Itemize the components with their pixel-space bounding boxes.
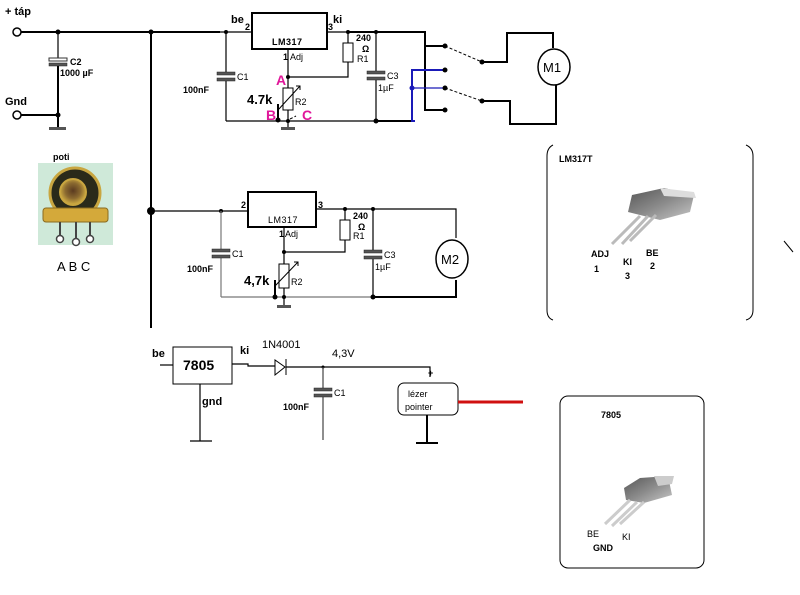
laser-section: be 7805 ki gnd 1N4001 4,3V C1 100nF + lé… — [152, 339, 523, 444]
motor-m2 — [435, 239, 469, 279]
r2-value-2: 4,7k — [244, 273, 270, 288]
svg-text:ki: ki — [240, 345, 249, 357]
poti-pins-label: A B C — [57, 259, 90, 274]
switch-pole-1[interactable] — [444, 45, 483, 63]
svg-text:M2: M2 — [441, 252, 459, 267]
svg-text:2: 2 — [245, 22, 250, 32]
ground-symbol — [277, 305, 291, 308]
lm317-chip-1 — [251, 12, 328, 50]
svg-text:Adj: Adj — [285, 229, 298, 239]
svg-text:1N4001: 1N4001 — [262, 339, 301, 351]
7805-leads — [603, 498, 646, 528]
svg-text:2: 2 — [241, 200, 246, 210]
svg-text:1: 1 — [594, 264, 599, 274]
svg-text:3: 3 — [318, 200, 323, 210]
plus-terminal — [12, 27, 22, 37]
7805-pinout-panel: 7805 BE GND KI — [559, 395, 705, 569]
svg-text:+: + — [428, 368, 433, 378]
poti-base — [42, 207, 109, 223]
svg-text:KI: KI — [623, 257, 632, 267]
svg-text:R1: R1 — [353, 231, 365, 241]
lm317-label-1: LM317 — [272, 37, 303, 47]
regulator2-section: LM317 2 3 1 Adj C1 100nF 240 Ω R1 R2 4,7… — [151, 191, 469, 308]
svg-text:1: 1 — [283, 52, 288, 62]
svg-text:Ω: Ω — [362, 44, 369, 54]
c2-value: 1000 µF — [60, 68, 94, 78]
svg-text:2: 2 — [650, 261, 655, 271]
diode-1n4001 — [274, 359, 286, 377]
7805-pinout-box — [559, 395, 705, 569]
stray-mark — [783, 240, 794, 253]
svg-text:1µF: 1µF — [378, 83, 394, 93]
poti-title: poti — [53, 152, 70, 162]
svg-text:GND: GND — [593, 543, 614, 553]
svg-text:pointer: pointer — [405, 402, 433, 412]
r1-resistor-2 — [339, 219, 351, 241]
poti-illustration: poti A B C — [38, 152, 113, 274]
pin-a-label: A — [276, 72, 286, 88]
r1-resistor — [342, 42, 354, 63]
lm317-label-2: LM317 — [268, 215, 298, 225]
r2-value: 4.7k — [247, 92, 273, 107]
svg-text:C1: C1 — [232, 249, 244, 259]
svg-text:100nF: 100nF — [187, 264, 214, 274]
poti-knob — [59, 178, 87, 206]
svg-text:be: be — [152, 348, 165, 360]
switch-pole-2[interactable] — [444, 87, 483, 102]
regulator1-section: LM317 be 2 3 ki 1 Adj C1 100nF 240 Ω R1 … — [151, 12, 571, 130]
svg-text:1: 1 — [279, 229, 284, 239]
output-label: ki — [333, 14, 342, 26]
svg-text:ADJ: ADJ — [591, 249, 609, 259]
c2-name: C2 — [70, 57, 82, 67]
svg-text:C3: C3 — [384, 250, 396, 260]
motor-m1 — [537, 48, 571, 86]
svg-text:C1: C1 — [334, 388, 346, 398]
svg-text:R1: R1 — [357, 54, 369, 64]
svg-text:BE: BE — [587, 529, 599, 539]
lm317t-leads — [610, 213, 658, 246]
svg-text:100nF: 100nF — [183, 85, 210, 95]
svg-text:lézer: lézer — [408, 389, 428, 399]
voltage-label: 4,3V — [332, 348, 355, 360]
gnd-terminal — [12, 110, 22, 120]
svg-text:Ω: Ω — [358, 222, 365, 232]
pin-c-label: C — [302, 107, 312, 123]
reversing-wire — [411, 69, 445, 122]
pinout-title-7805: 7805 — [601, 410, 621, 420]
pin-b-label: B — [266, 107, 276, 123]
svg-text:Adj: Adj — [290, 52, 303, 62]
plus-supply-label: + táp — [5, 6, 31, 18]
gnd-label: Gnd — [5, 96, 27, 108]
pinout-title-lm317: LM317T — [559, 154, 593, 164]
svg-text:3: 3 — [328, 22, 333, 32]
svg-text:240: 240 — [353, 211, 368, 221]
svg-text:R2: R2 — [295, 97, 307, 107]
7805-chip — [172, 346, 233, 385]
input-label: be — [231, 14, 244, 26]
svg-text:C1: C1 — [237, 72, 249, 82]
lm317-chip-2 — [247, 191, 317, 228]
ground-symbol — [281, 127, 295, 130]
svg-text:M1: M1 — [543, 60, 561, 75]
svg-text:gnd: gnd — [202, 396, 222, 408]
svg-text:C3: C3 — [387, 71, 399, 81]
lm317-pinout-panel: LM317T ADJ 1 KI 3 BE 2 — [546, 144, 754, 321]
svg-text:KI: KI — [622, 532, 631, 542]
svg-text:R2: R2 — [291, 277, 303, 287]
ground-symbol — [49, 127, 66, 130]
svg-text:240: 240 — [356, 33, 371, 43]
svg-text:1µF: 1µF — [375, 262, 391, 272]
svg-text:BE: BE — [646, 248, 659, 258]
c2-plate-bottom — [48, 62, 68, 67]
svg-text:3: 3 — [625, 271, 630, 281]
7805-label: 7805 — [183, 357, 214, 373]
svg-text:100nF: 100nF — [283, 402, 310, 412]
c2-plate-top — [48, 57, 68, 62]
